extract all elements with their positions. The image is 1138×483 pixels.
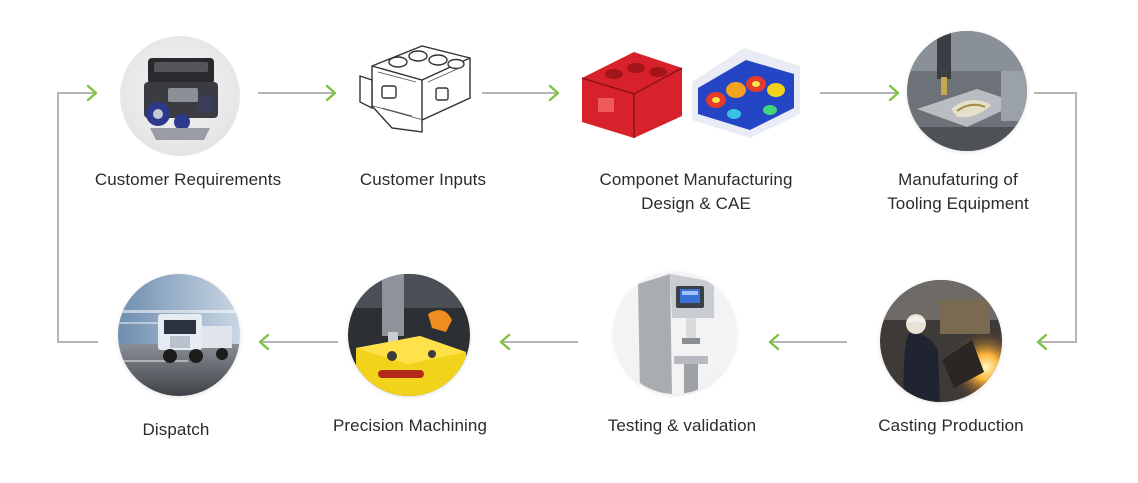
- arrowhead-right: [325, 84, 337, 102]
- foundry-pour-icon: [880, 280, 1002, 402]
- arrowhead-left: [258, 333, 270, 351]
- step-label-line-2: Tooling Equipment: [887, 194, 1029, 213]
- engine-icon: [120, 36, 240, 156]
- red-casting-model: [581, 52, 683, 138]
- connector-4-5: [1034, 92, 1077, 343]
- step-label: Testing & validation: [607, 416, 757, 435]
- connector-8-1: [57, 92, 98, 343]
- step-caption: Precision Machining: [290, 414, 530, 438]
- thermal-map-model: [692, 48, 800, 138]
- step-label: Casting Production: [878, 416, 1024, 435]
- step-label-line-2: Design & CAE: [641, 194, 751, 213]
- arrowhead-left: [499, 333, 511, 351]
- arrowhead-right: [888, 84, 900, 102]
- step-caption: Manufaturing of Tooling Equipment: [838, 168, 1078, 216]
- step-caption: Dispatch: [56, 418, 296, 442]
- truck-icon: [118, 274, 240, 396]
- step-caption: Customer Inputs: [303, 168, 543, 192]
- cae-simulation-icon: [574, 38, 806, 142]
- step-label-line-1: Componet Manufacturing: [599, 170, 793, 189]
- step-label: Customer Requirements: [94, 170, 282, 189]
- arrowhead-left: [1036, 333, 1048, 351]
- step-caption: Componet Manufacturing Design & CAE: [576, 168, 816, 216]
- step-caption: Casting Production: [831, 414, 1071, 438]
- arrowhead-left: [768, 333, 780, 351]
- step-label: Customer Inputs: [359, 170, 487, 189]
- hardness-tester-icon: [614, 272, 736, 394]
- step-label: Precision Machining: [332, 416, 488, 435]
- step-caption: Testing & validation: [562, 414, 802, 438]
- engine-block-sketch-icon: [352, 36, 476, 140]
- arrowhead-right: [86, 84, 98, 102]
- step-label-line-1: Manufaturing of: [898, 170, 1018, 189]
- arrowhead-right: [548, 84, 560, 102]
- machining-spindle-icon: [348, 274, 470, 396]
- cnc-tooling-icon: [907, 31, 1027, 151]
- step-label: Dispatch: [142, 420, 210, 439]
- step-caption: Customer Requirements: [68, 168, 308, 192]
